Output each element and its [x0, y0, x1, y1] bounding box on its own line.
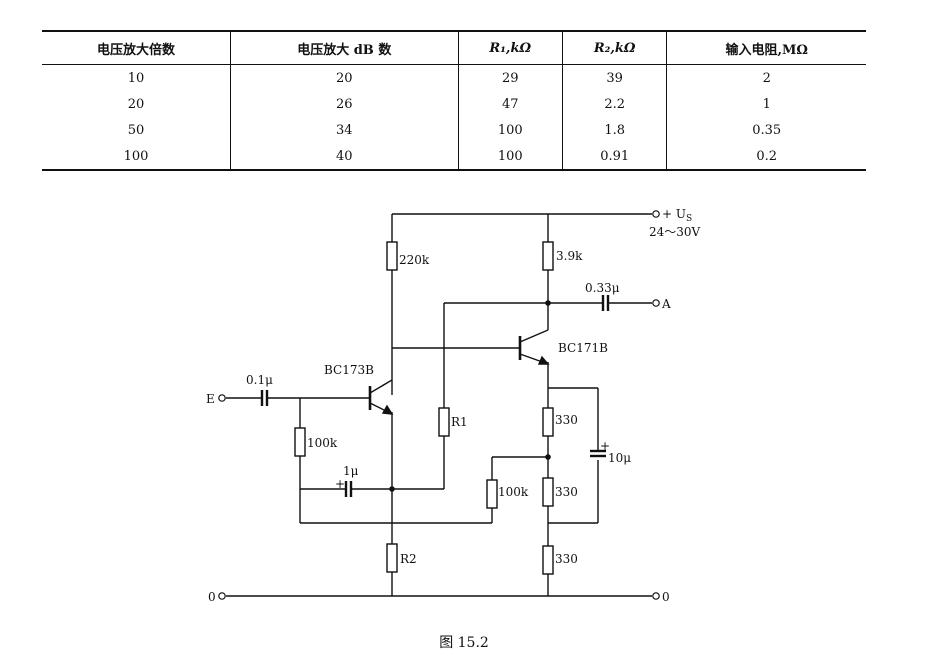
label-330-bot: 330 — [555, 552, 578, 566]
label-r2: R2 — [400, 552, 417, 566]
table-cell: 47 — [458, 91, 563, 117]
table-cell: 1.8 — [562, 117, 668, 143]
resistor-r1 — [438, 407, 450, 437]
supply-range-label: 24～30V — [649, 225, 701, 239]
ground-label-right: 0 — [662, 590, 670, 604]
label-10u: 10μ — [608, 451, 631, 465]
resistors — [294, 241, 554, 575]
ground-terminal-left — [218, 592, 226, 600]
label-100k-pot: 100k — [498, 485, 529, 499]
table-cell: 26 — [230, 91, 459, 117]
table-cell: 100 — [42, 143, 232, 171]
transistor-bc173b — [368, 379, 394, 415]
resistor-330-bot — [542, 545, 554, 575]
output-terminal — [652, 299, 660, 307]
output-label: A — [661, 297, 671, 311]
table-cell: 0.91 — [562, 143, 668, 171]
label-3-9k: 3.9k — [556, 249, 583, 263]
table-cell: 100 — [458, 143, 563, 171]
circuit-labels: + US 24～30V A E 0 0 220k 3.9k 0.33μ BC17… — [206, 207, 701, 604]
label-1u: 1μ — [343, 464, 359, 478]
table-cell: 0.2 — [666, 143, 866, 171]
capacitor-1u — [344, 481, 353, 497]
header-r1: R₁,kΩ — [458, 30, 563, 65]
label-10u-plus: + — [600, 439, 610, 453]
table-cell: 0.35 — [752, 122, 782, 138]
label-0-33u: 0.33μ — [585, 281, 620, 295]
parameter-table: 电压放大倍数 电压放大 dB 数 R₁,kΩ R₂,kΩ 输入电阻,MΩ 10 … — [42, 30, 866, 171]
table-cell: 20 — [230, 64, 459, 91]
table-cell: 10 — [42, 64, 232, 91]
resistor-3-9k — [542, 241, 554, 271]
table-cell: 40 — [230, 143, 459, 171]
label-330-mid: 330 — [555, 485, 578, 499]
resistor-100k-left — [294, 427, 306, 457]
table-cell: 20 — [42, 91, 232, 117]
label-bc173b: BC173B — [324, 363, 374, 377]
terminals — [218, 210, 660, 600]
ground-label-left: 0 — [208, 590, 216, 604]
table-cell: 2.2 — [562, 91, 668, 117]
table-cell: 34 — [230, 117, 459, 143]
resistor-330-mid — [542, 477, 554, 507]
table-cell: 1 — [762, 96, 771, 112]
table-header-row: 电压放大倍数 电压放大 dB 数 R₁,kΩ R₂,kΩ 输入电阻,MΩ — [42, 30, 866, 65]
resistor-220k — [386, 241, 398, 271]
supply-label: + US — [662, 207, 692, 224]
label-bc171b: BC171B — [558, 341, 608, 355]
resistor-330-top — [542, 407, 554, 437]
table-cell: 2 — [762, 70, 771, 86]
table-cell: 100 — [458, 117, 563, 143]
label-0-1u: 0.1μ — [246, 373, 273, 387]
table-cell: 39 — [562, 64, 668, 91]
input-label: E — [206, 392, 215, 406]
figure-caption: 图 15.2 — [439, 635, 489, 651]
table-cell: 50 — [42, 117, 232, 143]
capacitor-0-1u — [260, 390, 269, 406]
table-row: 20 26 47 2.2 1 — [42, 91, 866, 117]
capacitor-0-33u — [601, 295, 610, 311]
table-row: 50 34 100 1.8 0.35 — [42, 117, 866, 143]
capacitors — [260, 295, 610, 497]
transistor-bc171b — [518, 329, 550, 365]
header-input-resistance: 输入电阻,MΩ — [666, 30, 866, 65]
supply-terminal — [652, 210, 660, 218]
potentiometer-100k — [486, 479, 498, 509]
capacitor-10u — [590, 449, 606, 458]
header-r2: R₂,kΩ — [562, 30, 668, 65]
label-330-top: 330 — [555, 413, 578, 427]
table-row: 100 40 100 0.91 0.2 — [42, 143, 866, 171]
junction-dots — [389, 300, 551, 492]
input-terminal — [218, 394, 226, 402]
label-100k-left: 100k — [307, 436, 338, 450]
label-220k: 220k — [399, 253, 430, 267]
ground-terminal-right — [652, 592, 660, 600]
circuit-wires — [226, 213, 652, 597]
label-1u-plus: + — [335, 477, 345, 491]
header-gain-db: 电压放大 dB 数 — [230, 30, 459, 65]
resistor-r2 — [386, 543, 398, 573]
table-cell: 29 — [458, 64, 563, 91]
header-gain: 电压放大倍数 — [42, 30, 232, 65]
label-r1: R1 — [451, 415, 468, 429]
table-row: 10 20 29 39 2 — [42, 64, 866, 91]
